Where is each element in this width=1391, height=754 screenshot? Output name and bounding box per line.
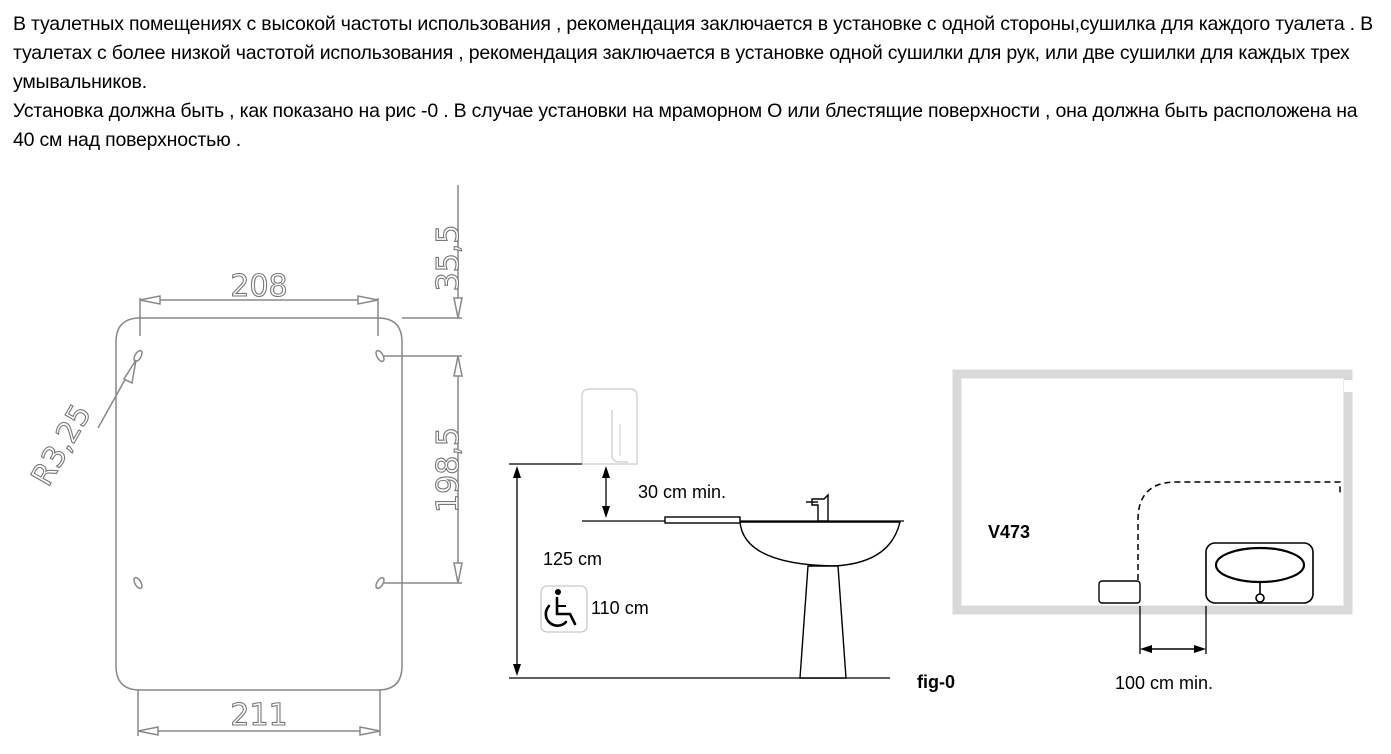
mount-hole-bottom-right bbox=[375, 576, 385, 590]
plate-hole-spacing-label: 198,5 bbox=[431, 427, 466, 513]
mounting-plate-drawing bbox=[97, 185, 463, 736]
mount-hole-top-left bbox=[133, 349, 143, 363]
door-swing-path bbox=[1137, 481, 1341, 590]
plate-radius-label: R3,25 bbox=[25, 399, 99, 492]
intro-paragraph-2: Установка должна быть , как показано на … bbox=[13, 100, 1358, 151]
intro-paragraph-1: В туалетных помещениях с высокой частоты… bbox=[13, 13, 1373, 93]
model-label: V473 bbox=[988, 522, 1030, 542]
sink-side-icon bbox=[664, 493, 901, 679]
hand-dryer-top-icon bbox=[1098, 580, 1141, 604]
mount-hole-bottom-left bbox=[133, 576, 143, 590]
figure-label: fig-0 bbox=[917, 672, 955, 692]
sink-top-icon bbox=[1205, 542, 1314, 604]
standard-height-label: 125 cm bbox=[543, 549, 602, 569]
plate-bottom-width-label: 211 bbox=[230, 698, 287, 733]
top-view-drawing bbox=[952, 369, 1354, 654]
plate-top-offset-label: 35,5 bbox=[431, 225, 466, 292]
wheelchair-icon bbox=[540, 585, 588, 633]
side-view-drawing bbox=[509, 388, 904, 679]
mount-hole-top-right bbox=[375, 349, 385, 363]
accessible-height-label: 110 cm bbox=[591, 598, 649, 618]
clearance-label: 30 cm min. bbox=[638, 482, 726, 502]
plate-outline bbox=[115, 317, 403, 691]
intro-text: В туалетных помещениях с высокой частоты… bbox=[13, 10, 1383, 155]
distance-label: 100 cm min. bbox=[1115, 673, 1213, 693]
hand-dryer-side-icon bbox=[581, 388, 638, 465]
plate-top-width-label: 208 bbox=[230, 269, 287, 304]
